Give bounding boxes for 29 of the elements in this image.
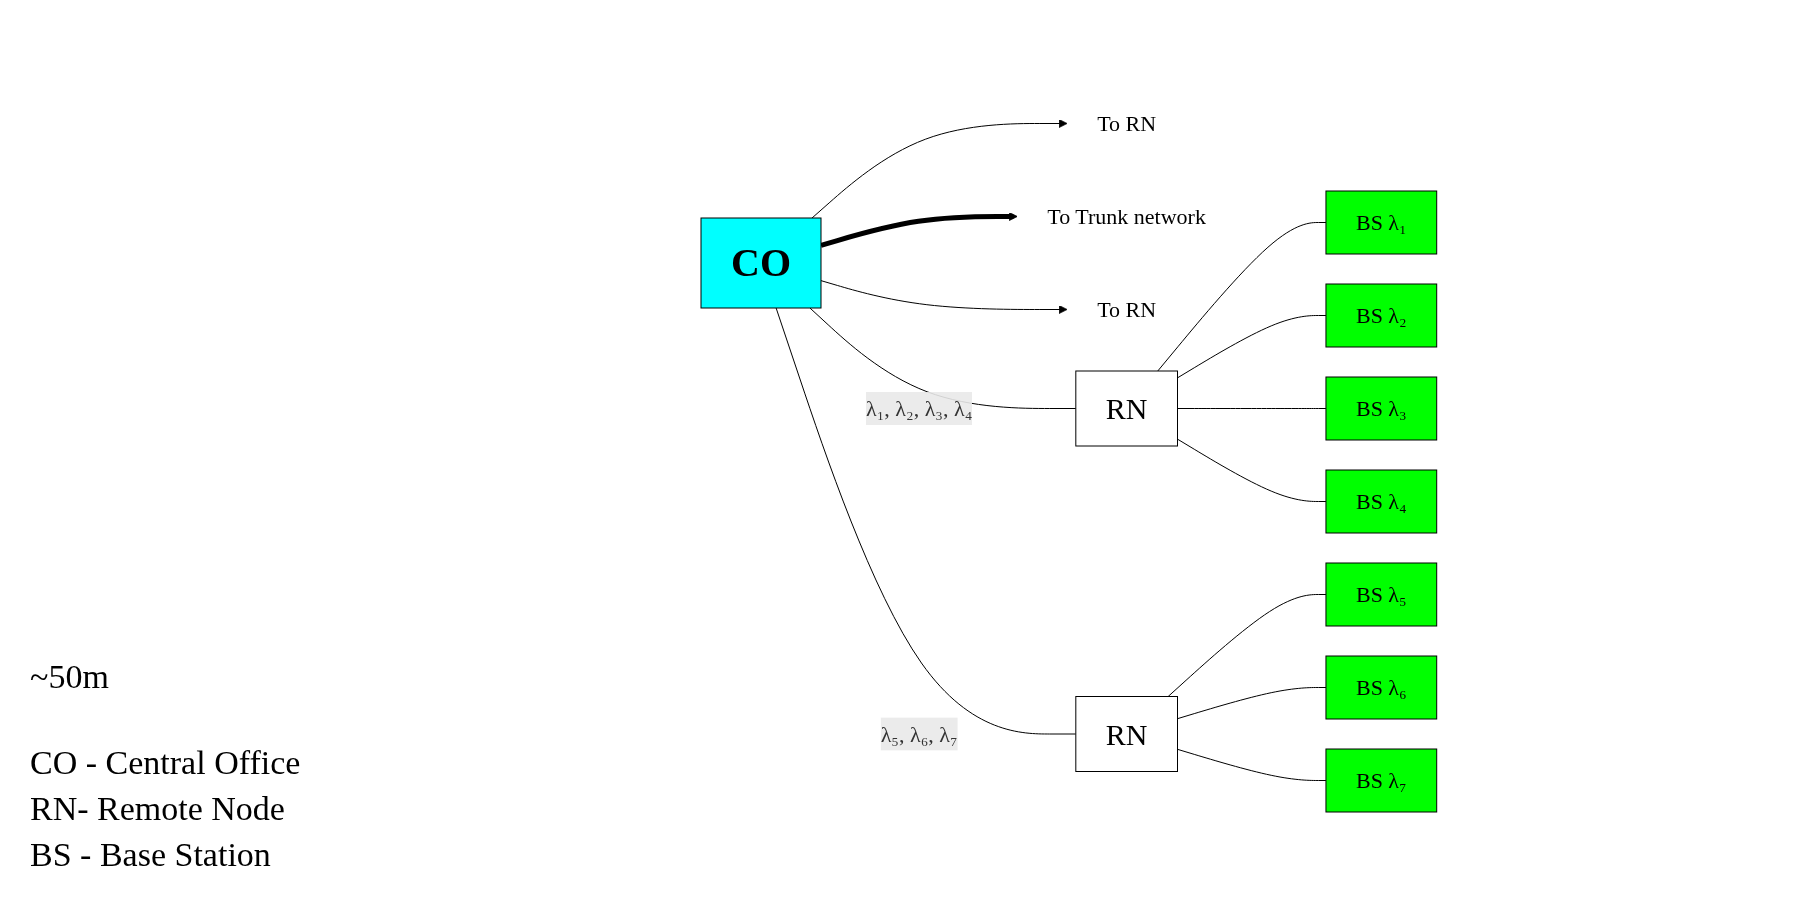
arrow	[811, 119, 1068, 219]
connector	[1167, 594, 1327, 697]
node-box: BS λ₂	[1325, 283, 1438, 348]
node-text: To RN	[1097, 111, 1157, 136]
node-box: BS λ₃	[1325, 376, 1438, 441]
node-box: CO	[700, 217, 822, 309]
connector	[1177, 687, 1327, 720]
node-box: BS λ₁	[1325, 190, 1438, 255]
node-box: BS λ₇	[1325, 748, 1438, 813]
connector	[1177, 315, 1327, 379]
node-box: BS λ₆	[1325, 655, 1438, 720]
connector	[1177, 408, 1327, 409]
connector	[1177, 438, 1327, 502]
node-text: To RN	[1097, 297, 1157, 322]
connector	[1177, 748, 1327, 781]
arrow	[820, 280, 1068, 314]
node-box: BS λ₄	[1325, 469, 1438, 534]
node-text: To Trunk network	[1047, 204, 1207, 229]
edge-label: λ₁, λ₂, λ₃, λ₄	[866, 396, 973, 421]
legend-text: RN- Remote Node	[30, 790, 286, 828]
edge-label: λ₅, λ₆, λ₇	[880, 721, 958, 747]
connector	[1157, 222, 1327, 372]
dimension-label: ~50m	[30, 658, 110, 696]
node-box: RN	[1075, 370, 1179, 447]
node-box: BS λ₅	[1325, 562, 1438, 627]
legend-text: BS - Base Station	[30, 836, 272, 874]
legend-text: CO - Central Office	[30, 744, 302, 782]
arrow	[820, 212, 1018, 248]
node-box: RN	[1075, 696, 1179, 772]
